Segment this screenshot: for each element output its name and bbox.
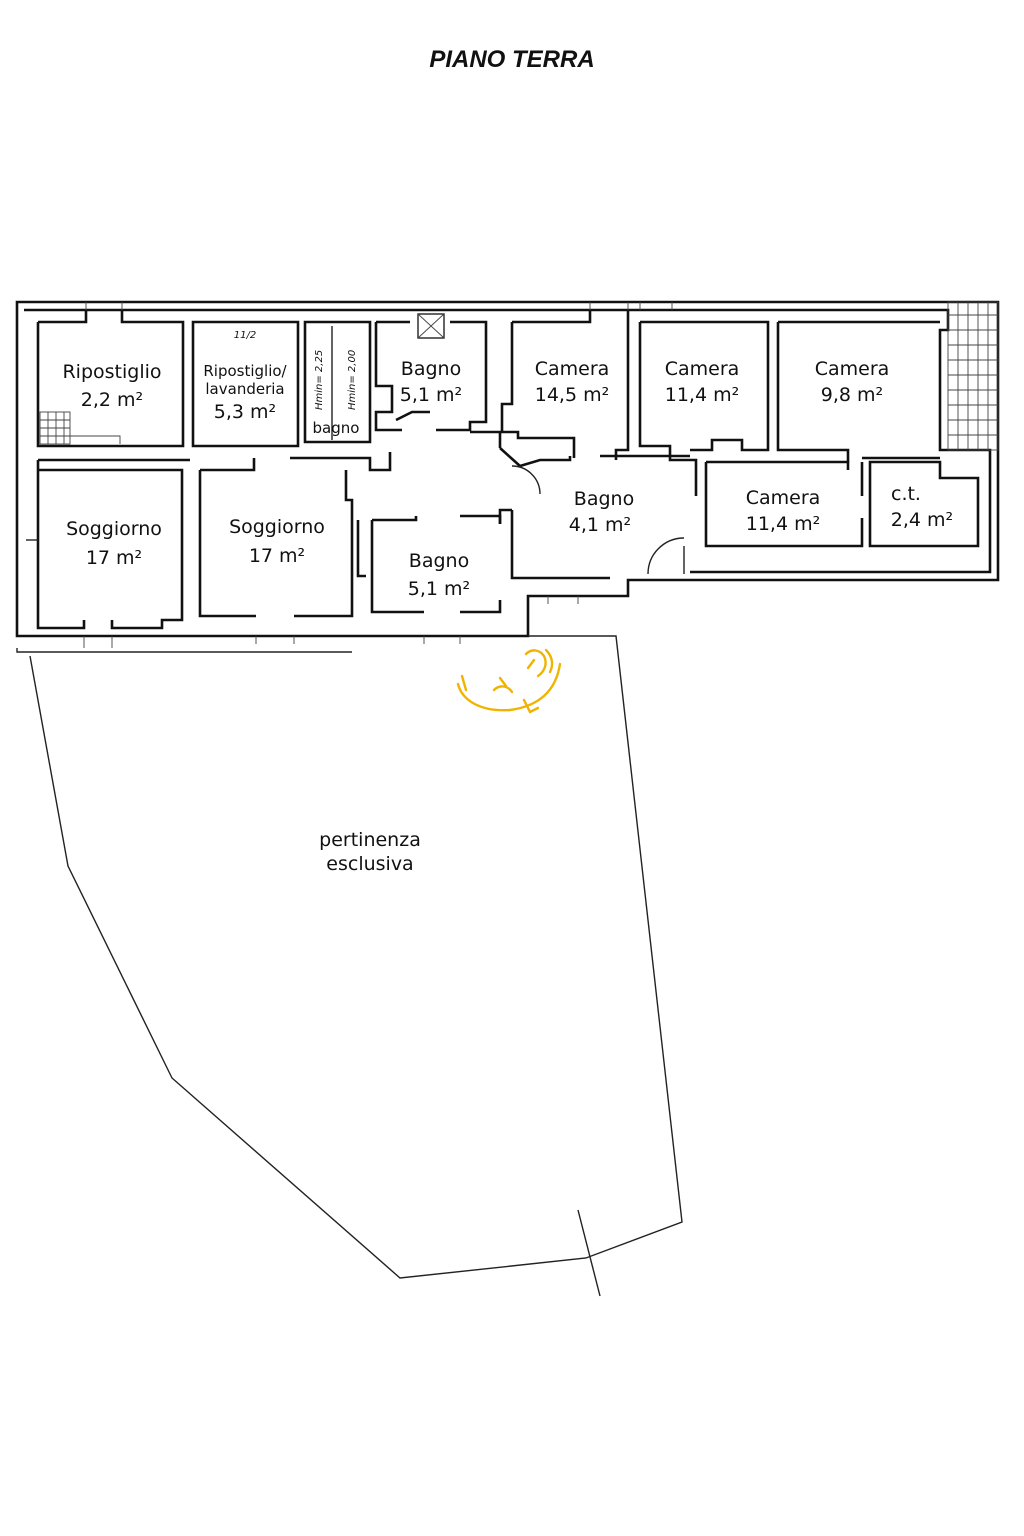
room-lavanderia-name2: lavanderia (205, 380, 284, 398)
room-small-bagno-height2: Hmin= 2,00 (347, 350, 358, 410)
stairs (39, 411, 121, 445)
room-bagno-middle-area: 4,1 m² (569, 514, 631, 536)
garden-label-line2: esclusiva (326, 853, 413, 875)
interior-walls (26, 310, 980, 630)
windows (83, 302, 673, 648)
room-small-bagno-height1: Hmin= 2,25 (314, 350, 325, 410)
terrace-hatch (947, 301, 999, 451)
room-bagno-top-name: Bagno (401, 358, 461, 380)
room-ct-area: 2,4 m² (891, 509, 953, 531)
room-ripostiglio-area: 2,2 m² (81, 389, 143, 411)
building-outline (15, 300, 1000, 653)
room-camera-1-area: 14,5 m² (535, 384, 609, 406)
room-ct-name: c.t. (891, 483, 921, 505)
room-labels: Ripostiglio 2,2 m² Ripostiglio/ lavander… (62, 350, 953, 875)
doors (511, 465, 685, 575)
room-soggiorno-2-area: 17 m² (249, 545, 305, 567)
room-camera-3-area: 9,8 m² (821, 384, 883, 406)
room-lavanderia-area: 5,3 m² (214, 401, 276, 423)
plan-title: PIANO TERRA (429, 46, 594, 73)
room-bagno-top-area: 5,1 m² (400, 384, 462, 406)
room-camera-2-area: 11,4 m² (665, 384, 739, 406)
room-camera-4-area: 11,4 m² (746, 513, 820, 535)
room-camera-3-name: Camera (815, 358, 890, 380)
garden-outline (29, 635, 683, 1297)
room-bagno-middle-name: Bagno (574, 488, 634, 510)
room-soggiorno-1-area: 17 m² (86, 547, 142, 569)
garden-label-line1: pertinenza (319, 829, 421, 851)
room-bagno-bottom-area: 5,1 m² (408, 578, 470, 600)
room-ripostiglio-name: Ripostiglio (62, 361, 161, 383)
room-bagno-bottom-name: Bagno (409, 550, 469, 572)
room-camera-4-name: Camera (746, 487, 821, 509)
room-camera-2-name: Camera (665, 358, 740, 380)
room-small-bagno-name: bagno (313, 419, 360, 437)
room-lavanderia-name: Ripostiglio/ (203, 362, 287, 380)
gecko-logo-icon (456, 648, 562, 714)
room-soggiorno-2-name: Soggiorno (229, 516, 325, 538)
room-soggiorno-1-name: Soggiorno (66, 518, 162, 540)
stair-label: 11/2 (234, 330, 256, 341)
room-camera-1-name: Camera (535, 358, 610, 380)
